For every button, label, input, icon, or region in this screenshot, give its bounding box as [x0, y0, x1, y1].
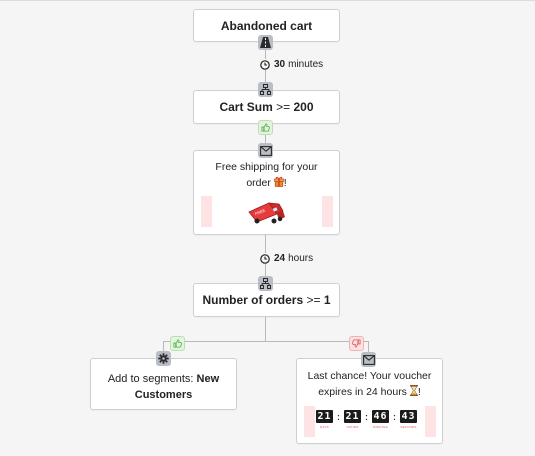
image-padding-right	[425, 406, 436, 437]
seconds-digits: 43	[400, 410, 417, 423]
delivery-truck-icon: FREE	[248, 202, 285, 224]
gift-icon	[273, 176, 284, 187]
thumbs-up-icon	[258, 120, 273, 135]
clock-icon	[260, 253, 270, 264]
connector-line	[368, 341, 369, 354]
condition-value: 200	[293, 100, 314, 114]
condition-operator: >=	[306, 293, 321, 307]
image-padding-right	[322, 196, 333, 227]
countdown-timer: 21 DAYS : 21 HOURS : 46 MINUTES : 43 SEC…	[316, 410, 417, 429]
countdown-seconds: 43 SECONDS	[400, 410, 417, 429]
thumbs-down-icon	[349, 336, 364, 351]
email-line-2: expires in 24 hours	[318, 386, 410, 398]
countdown-separator: :	[337, 412, 340, 422]
countdown-hours: 21 HOURS	[344, 410, 361, 429]
svg-text:FREE: FREE	[254, 208, 266, 217]
condition-value: 1	[323, 293, 331, 307]
hours-label: HOURS	[346, 425, 359, 429]
email-line-1: Last chance! Your voucher	[307, 370, 432, 382]
segment-prefix: Add to segments:	[107, 373, 194, 385]
seconds-label: SECONDS	[400, 425, 417, 429]
thumbs-up-icon	[170, 336, 185, 351]
condition-field: Number of orders	[202, 293, 304, 307]
segment-name-part-1: New	[196, 373, 220, 385]
countdown-separator: :	[365, 412, 368, 422]
wait-value: 24	[274, 253, 286, 264]
email-line-2-suffix: !	[283, 177, 287, 189]
email-node-last-chance[interactable]: Last chance! Your voucher expires in 24 …	[296, 358, 443, 444]
wait-step-1[interactable]: 30 minutes	[258, 59, 326, 70]
countdown-days: 21 DAYS	[316, 410, 333, 429]
image-padding-left	[304, 406, 315, 437]
top-divider	[0, 0, 535, 1]
connector-line	[163, 341, 164, 358]
hours-digits: 21	[344, 410, 361, 423]
condition-node-number-of-orders[interactable]: Number of orders >= 1	[193, 283, 340, 317]
email-line-1: Free shipping for your	[215, 161, 318, 173]
envelope-icon	[361, 352, 376, 367]
clock-icon	[260, 59, 270, 70]
days-digits: 21	[316, 410, 333, 423]
email-line-2: order	[246, 177, 274, 189]
split-icon	[258, 82, 273, 97]
email-line-2-suffix: !	[417, 386, 421, 398]
email-node-free-shipping[interactable]: Free shipping for your order ! FREE	[193, 150, 340, 235]
connector-line	[163, 341, 369, 342]
minutes-digits: 46	[372, 410, 389, 423]
condition-operator: >=	[276, 100, 291, 114]
hourglass-icon	[409, 385, 418, 396]
image-padding-left	[201, 196, 212, 227]
gear-icon	[156, 351, 171, 366]
wait-value: 30	[274, 59, 286, 70]
segment-name-part-2: Customers	[134, 389, 193, 401]
countdown-minutes: 46 MINUTES	[372, 410, 389, 429]
countdown-separator: :	[393, 412, 396, 422]
wait-unit: minutes	[288, 59, 324, 70]
trigger-label: Abandoned cart	[220, 18, 313, 33]
condition-field: Cart Sum	[219, 100, 273, 114]
action-node-add-to-segment[interactable]: Add to segments: New Customers	[90, 358, 237, 410]
minutes-label: MINUTES	[373, 425, 388, 429]
connector-line	[265, 317, 266, 342]
envelope-icon	[258, 143, 273, 158]
wait-unit: hours	[288, 253, 314, 264]
days-label: DAYS	[320, 425, 329, 429]
connector-line	[265, 124, 266, 150]
road-icon	[258, 35, 273, 50]
split-icon	[258, 276, 273, 291]
wait-step-2[interactable]: 24 hours	[258, 253, 316, 264]
